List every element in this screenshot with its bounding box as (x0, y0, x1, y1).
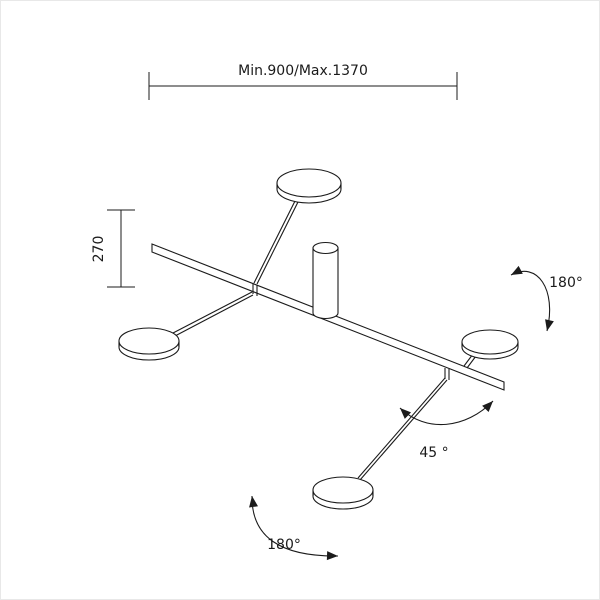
pivot-right-bracket (444, 368, 450, 380)
spot-head-right-face (461, 329, 519, 355)
rotation-arrow-bottom: 180° (249, 495, 339, 561)
spot-head-top (276, 168, 342, 204)
rotation-arrow-top-right: 180° (510, 265, 583, 332)
cylinder-body (312, 248, 339, 320)
rotation-angle-label-bottom: 180° (267, 537, 301, 553)
spot-head-bottom (312, 476, 374, 510)
spot-head-bottom-face (312, 476, 374, 504)
arm-bottom (357, 377, 448, 481)
arm-top (253, 198, 300, 285)
lamp-drawing (118, 168, 519, 510)
pivot-left-bracket (252, 283, 258, 296)
rotation-arrow-top-right-arc (510, 270, 551, 332)
height-dimension-label: 270 (91, 236, 107, 263)
arrowhead-icon (249, 496, 258, 508)
ceiling-mount-cylinder (312, 241, 339, 320)
spot-head-top-face (276, 168, 342, 198)
arrowhead-icon (511, 265, 523, 275)
rotation-arrow-middle: 45 ° (399, 400, 494, 461)
arrowhead-icon (482, 401, 493, 413)
cylinder-top-face (312, 241, 339, 255)
arrowhead-icon (400, 408, 412, 419)
rotation-arrow-bottom-arc (251, 495, 339, 557)
spot-head-left-face (118, 327, 180, 355)
arrowhead-icon (326, 551, 338, 561)
arm-left (172, 291, 254, 337)
rotation-angle-label-middle: 45 ° (419, 445, 448, 461)
dimension-width: Min.900/Max.1370 (148, 63, 458, 100)
arrowhead-icon (545, 319, 554, 331)
rotation-angle-label-top-right: 180° (549, 275, 583, 291)
rotation-arrow-middle-arc (399, 400, 494, 426)
width-dimension-label: Min.900/Max.1370 (238, 63, 368, 79)
spot-head-right (461, 329, 519, 360)
dimension-height: 270 (91, 209, 135, 288)
spot-head-left (118, 327, 180, 361)
